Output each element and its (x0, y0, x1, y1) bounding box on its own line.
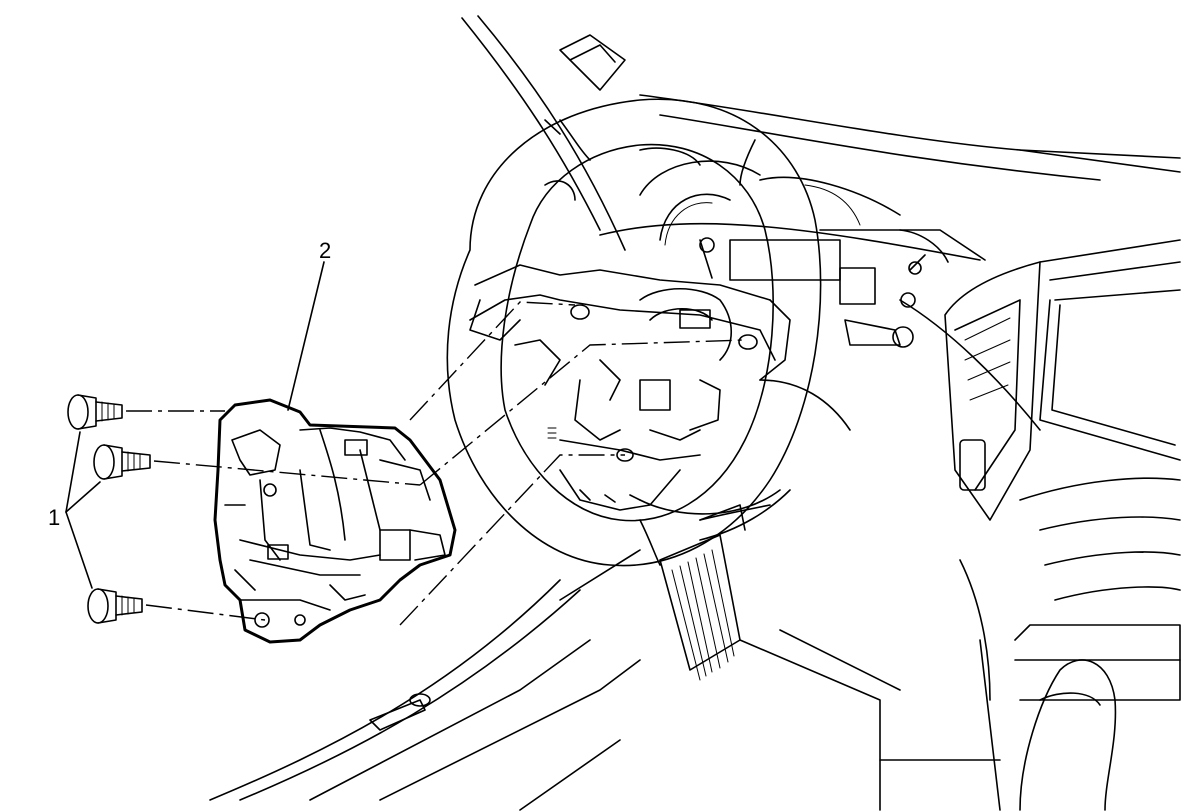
callout-2: 2 (319, 238, 331, 263)
fastener-upper (67, 394, 123, 430)
center-stack (1014, 239, 1181, 701)
fastener-lower (87, 588, 143, 624)
mirror-mount (559, 34, 626, 91)
callout-1: 1 (48, 505, 60, 530)
alignment-lines (126, 301, 746, 626)
a-pillar (461, 15, 626, 251)
steering-wheel (446, 98, 822, 567)
steering-wheel-module (213, 398, 457, 644)
callout-leaders (65, 261, 325, 589)
fastener-middle (93, 444, 151, 480)
steering-column (639, 379, 851, 541)
wiper-stalk (844, 292, 916, 348)
floor-and-sill (209, 549, 1001, 811)
shifter (959, 559, 1117, 811)
accelerator-pedal (659, 504, 746, 681)
air-vent-right (944, 261, 1041, 521)
instrument-cluster (639, 160, 949, 305)
dashboard (599, 94, 1181, 431)
